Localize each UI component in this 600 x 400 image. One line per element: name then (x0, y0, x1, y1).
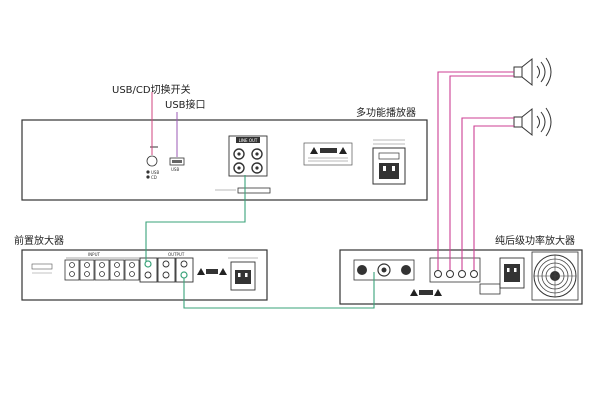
callout-usb: USB接口 (165, 98, 206, 157)
speaker-icon (513, 57, 552, 87)
warning-icon (303, 142, 353, 166)
preamp-input-text: INPUT (88, 252, 101, 257)
signal-cables (145, 175, 375, 309)
fan-grille-icon (531, 251, 579, 301)
usb-cd-switch-label: USB/CD切换开关 (112, 83, 191, 96)
player-line-out: LINE OUT (228, 135, 268, 177)
power-socket-icon (228, 257, 258, 291)
multi-player-label: 多功能播放器 (356, 106, 416, 119)
preamp-device: INPUT OUTPUT (21, 249, 268, 301)
xlr-jack-icon (353, 259, 415, 281)
power-amp-device (339, 249, 583, 305)
usb-port-label: USB接口 (165, 98, 206, 111)
preamp-output-jacks (139, 257, 194, 283)
usb-cd-switch (146, 155, 158, 167)
callout-usb-cd: USB/CD切换开关 (112, 83, 191, 155)
line-out-text: LINE OUT (239, 138, 258, 143)
usb-cd-indicator: USB CD (146, 170, 159, 180)
usb-port-text: USB (171, 167, 179, 172)
power-socket-icon (499, 257, 525, 289)
power-amp-label: 纯后级功率放大器 (495, 234, 575, 247)
speaker-icon (513, 107, 552, 137)
preamp-label: 前置放大器 (14, 234, 64, 247)
power-socket-icon (372, 139, 406, 185)
rca-jack-icon (233, 148, 263, 174)
preamp-input-jacks (64, 259, 140, 281)
warning-icon (197, 268, 227, 275)
usb-mode-text: USB (151, 170, 159, 175)
warning-icon (410, 289, 442, 296)
speaker-cables (437, 71, 514, 270)
multi-player-device: USB CD USB LINE OUT (21, 119, 428, 201)
preamp-output-text: OUTPUT (168, 252, 185, 257)
cd-mode-text: CD (151, 175, 157, 180)
